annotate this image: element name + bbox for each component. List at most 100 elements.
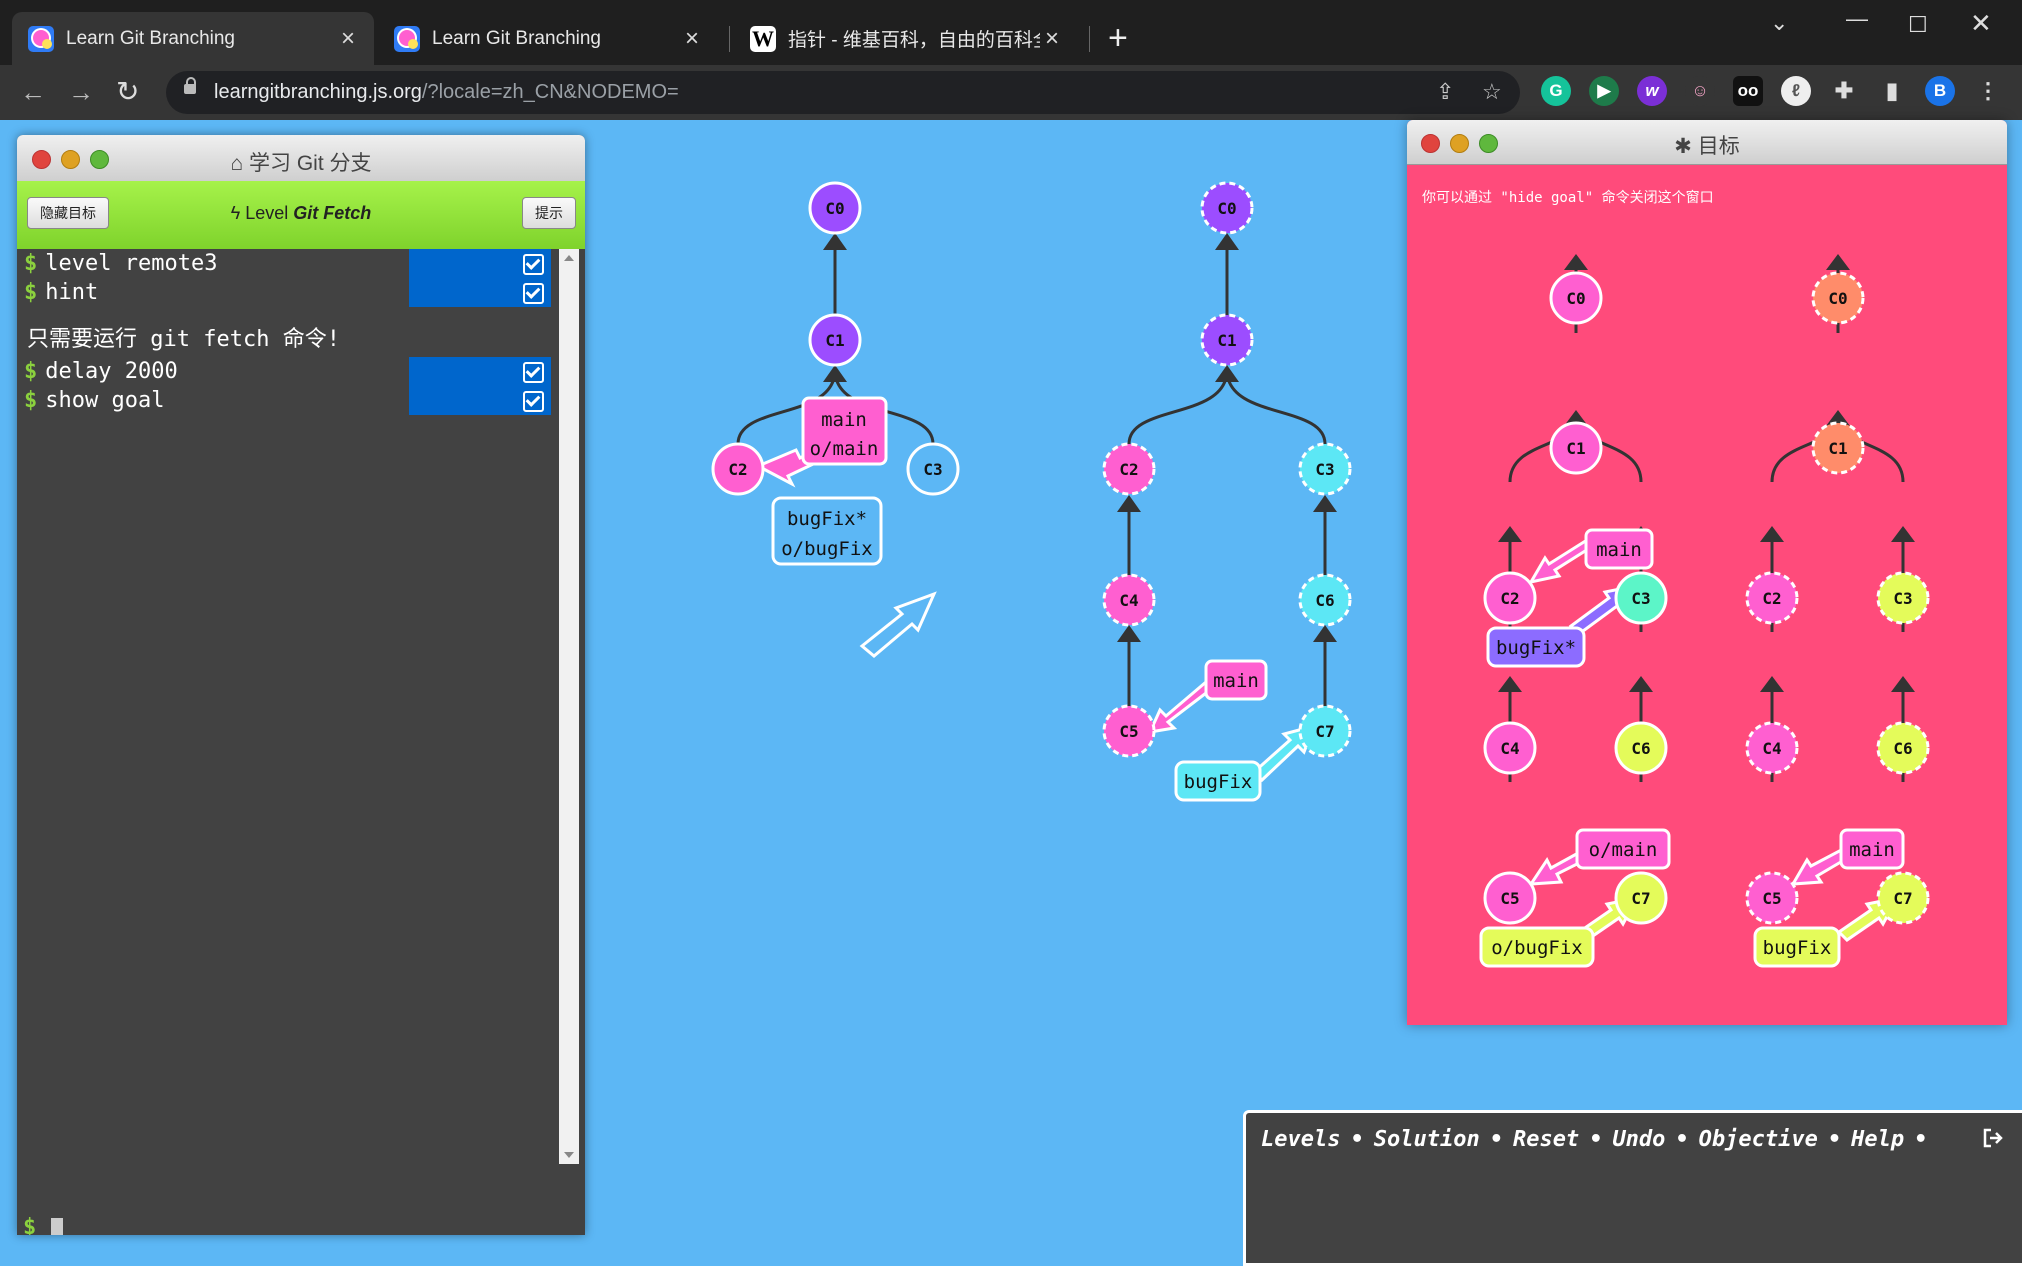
- tab-search-chevron-icon[interactable]: ⌄: [1770, 10, 1789, 35]
- back-icon[interactable]: ←: [20, 77, 46, 107]
- commit-node[interactable]: [1483, 871, 1537, 925]
- commit-node[interactable]: [1200, 181, 1254, 235]
- commit-node[interactable]: [1549, 421, 1603, 475]
- levels-link[interactable]: Levels: [1261, 1127, 1341, 1152]
- extension-circle-icon[interactable]: ℓ: [1781, 76, 1811, 106]
- lock-icon[interactable]: [184, 77, 196, 94]
- branch-box[interactable]: [771, 496, 883, 566]
- commit-node[interactable]: [1614, 721, 1668, 775]
- reset-link[interactable]: Reset: [1512, 1127, 1580, 1152]
- branch-box[interactable]: [1575, 828, 1671, 870]
- edge-arrow-icon: [1826, 254, 1850, 270]
- bookmark-star-icon[interactable]: ☆: [1482, 79, 1502, 104]
- hint-button[interactable]: 提示: [522, 197, 576, 229]
- commit-node[interactable]: [808, 313, 862, 367]
- commit-node[interactable]: [1745, 721, 1799, 775]
- zoom-dot-icon[interactable]: [1479, 134, 1498, 153]
- commit-node[interactable]: [1614, 571, 1668, 625]
- close-dot-icon[interactable]: [32, 150, 51, 169]
- branch-arrow: [1790, 846, 1854, 886]
- command-links: Levels•Solution•Reset•Undo•Objective•Hel…: [1261, 1127, 1937, 1152]
- new-tab-icon[interactable]: +: [1108, 19, 1128, 57]
- tab-learn-git-branching-1[interactable]: Learn Git Branching ×: [12, 12, 374, 65]
- commit-label: C0: [1566, 289, 1585, 308]
- tab-close-icon[interactable]: ×: [1044, 24, 1059, 52]
- edge-arrow-icon: [1117, 625, 1141, 642]
- commit-node[interactable]: [1102, 704, 1156, 758]
- branch-label: main: [1213, 670, 1259, 692]
- tab-strip: Learn Git Branching × Learn Git Branchin…: [0, 0, 2022, 65]
- commit-node[interactable]: [1614, 871, 1668, 925]
- commit-node[interactable]: [1876, 721, 1930, 775]
- edge-arrow-icon: [1629, 676, 1653, 692]
- commit-node[interactable]: [1745, 571, 1799, 625]
- extension-w-icon[interactable]: w: [1637, 76, 1667, 106]
- share-icon[interactable]: ⇪: [1436, 79, 1455, 104]
- tab-wikipedia[interactable]: W 指针 - 维基百科，自由的百科全书 ×: [734, 12, 1078, 65]
- reload-icon[interactable]: ↻: [116, 76, 140, 107]
- commit-label: C3: [923, 460, 942, 479]
- commit-node[interactable]: [1102, 573, 1156, 627]
- scroll-up-icon[interactable]: [564, 255, 574, 261]
- branch-box[interactable]: [1753, 926, 1841, 968]
- commit-node[interactable]: [1200, 313, 1254, 367]
- branch-box[interactable]: [801, 396, 888, 466]
- extension-green-icon[interactable]: ▶: [1589, 76, 1619, 106]
- terminal-scrollbar[interactable]: [559, 249, 579, 1164]
- commit-node[interactable]: [1298, 704, 1352, 758]
- commit-node[interactable]: [1745, 871, 1799, 925]
- commit-node[interactable]: [1876, 871, 1930, 925]
- commit-node[interactable]: [1483, 721, 1537, 775]
- tab-learn-git-branching-2[interactable]: Learn Git Branching ×: [378, 12, 718, 65]
- branch-box[interactable]: [1486, 626, 1586, 668]
- hide-goal-button[interactable]: 隐藏目标: [27, 197, 109, 229]
- branch-box[interactable]: [1479, 926, 1595, 968]
- minimize-dot-icon[interactable]: [61, 150, 80, 169]
- command-input[interactable]: [51, 1218, 63, 1235]
- exit-icon[interactable]: [1982, 1127, 2004, 1149]
- commit-node[interactable]: [1298, 442, 1352, 496]
- address-bar[interactable]: learngitbranching.js.org/?locale=zh_CN&N…: [166, 71, 1520, 114]
- extension-glasses-icon[interactable]: oo: [1733, 76, 1763, 106]
- close-dot-icon[interactable]: [1421, 134, 1440, 153]
- extensions-puzzle-icon[interactable]: ✚: [1834, 78, 1854, 103]
- commit-node[interactable]: [1549, 271, 1603, 325]
- branch-box[interactable]: [1204, 659, 1268, 701]
- objective-link[interactable]: Objective: [1698, 1127, 1818, 1152]
- commit-node[interactable]: [1811, 421, 1865, 475]
- branch-box[interactable]: [1839, 828, 1905, 870]
- branch-box[interactable]: [1584, 528, 1654, 570]
- branch-box[interactable]: [1174, 760, 1262, 802]
- undo-link[interactable]: Undo: [1612, 1127, 1666, 1152]
- tab-close-icon[interactable]: ×: [340, 24, 355, 52]
- commit-node[interactable]: [906, 442, 960, 496]
- commit-node[interactable]: [1483, 571, 1537, 625]
- minimize-dot-icon[interactable]: [1450, 134, 1469, 153]
- checkbox-icon: [523, 254, 544, 275]
- commit-node[interactable]: [1876, 571, 1930, 625]
- commit-node[interactable]: [1298, 573, 1352, 627]
- checkbox-icon: [523, 362, 544, 383]
- commit-node[interactable]: [1811, 271, 1865, 325]
- grammarly-icon[interactable]: G: [1541, 76, 1571, 106]
- branch-label: o/main: [810, 438, 879, 460]
- commit-node[interactable]: [1102, 442, 1156, 496]
- extension-cat-icon[interactable]: ☺: [1685, 76, 1715, 106]
- help-link[interactable]: Help: [1851, 1127, 1905, 1152]
- menu-kebab-icon[interactable]: ⋮: [1977, 78, 1999, 103]
- profile-avatar[interactable]: B: [1925, 76, 1955, 106]
- scroll-down-icon[interactable]: [564, 1152, 574, 1158]
- side-panel-icon[interactable]: ▮: [1885, 78, 1899, 103]
- window-close-icon[interactable]: ✕: [1970, 8, 1992, 38]
- commit-node[interactable]: [808, 181, 862, 235]
- commit-label: C4: [1119, 591, 1138, 610]
- solution-link[interactable]: Solution: [1373, 1127, 1480, 1152]
- commit-node[interactable]: [711, 442, 765, 496]
- zoom-dot-icon[interactable]: [90, 150, 109, 169]
- commit-label: C0: [1828, 289, 1847, 308]
- tab-close-icon[interactable]: ×: [684, 24, 699, 52]
- url-text[interactable]: learngitbranching.js.org/?locale=zh_CN&N…: [214, 81, 679, 103]
- forward-icon[interactable]: →: [68, 77, 94, 107]
- minimize-icon[interactable]: —: [1846, 6, 1868, 31]
- maximize-icon[interactable]: ☐: [1908, 12, 1928, 37]
